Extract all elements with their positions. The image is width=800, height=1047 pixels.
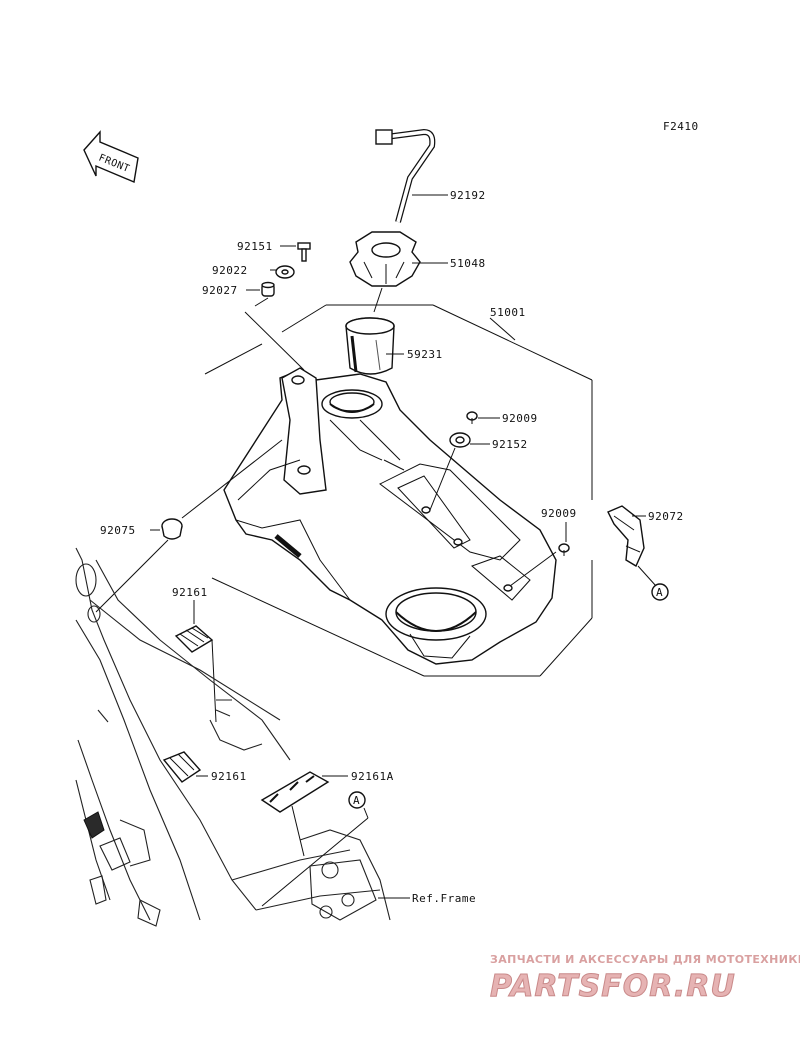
label-92192: 92192 [450, 189, 486, 202]
label-92022: 92022 [212, 264, 248, 277]
filler-neck [345, 317, 395, 375]
pad-92161-lower [162, 751, 202, 783]
pad-92161A [260, 771, 330, 813]
fuel-tank [223, 367, 557, 665]
label-92072: 92072 [648, 510, 684, 523]
strap-92072 [607, 505, 645, 568]
label-92161A: 92161A [351, 770, 394, 783]
ref-frame-label: Ref.Frame [412, 892, 476, 905]
ref-marker-a-right: A [651, 583, 669, 601]
ref-marker-a-lower: A [348, 791, 366, 809]
svg-text:A: A [353, 794, 360, 807]
pad-92161-upper [174, 625, 214, 653]
label-92027: 92027 [202, 284, 238, 297]
screw-92009-lower [558, 543, 570, 556]
label-92075: 92075 [100, 524, 136, 537]
washer-92022 [275, 265, 295, 279]
label-51001: 51001 [490, 306, 526, 319]
svg-text:A: A [656, 586, 663, 599]
breather-hose [375, 128, 436, 223]
label-59231: 59231 [407, 348, 443, 361]
label-92152: 92152 [492, 438, 528, 451]
label-92161-upper: 92161 [172, 586, 208, 599]
screw-92009-upper [466, 411, 478, 424]
tank-assembly-bracket [204, 304, 593, 677]
grommet-92152 [449, 432, 471, 448]
fuel-cap [349, 231, 421, 313]
bolt-92151 [297, 242, 311, 262]
figure-code: F2410 [663, 120, 699, 133]
label-92161-lower: 92161 [211, 770, 247, 783]
watermark-tagline: ЗАПЧАСТИ И АКСЕССУАРЫ ДЛЯ МОТОТЕХНИКИ [490, 953, 800, 966]
collar-92027 [261, 281, 275, 297]
front-arrow-icon: FRONT [83, 130, 139, 183]
label-92009-upper: 92009 [502, 412, 538, 425]
label-92009-lower: 92009 [541, 507, 577, 520]
motorcycle-frame [75, 547, 391, 927]
label-51048: 51048 [450, 257, 486, 270]
label-92151: 92151 [237, 240, 273, 253]
damper-92075 [161, 518, 183, 540]
watermark-brand: PARTSFOR.RU [490, 969, 736, 1004]
